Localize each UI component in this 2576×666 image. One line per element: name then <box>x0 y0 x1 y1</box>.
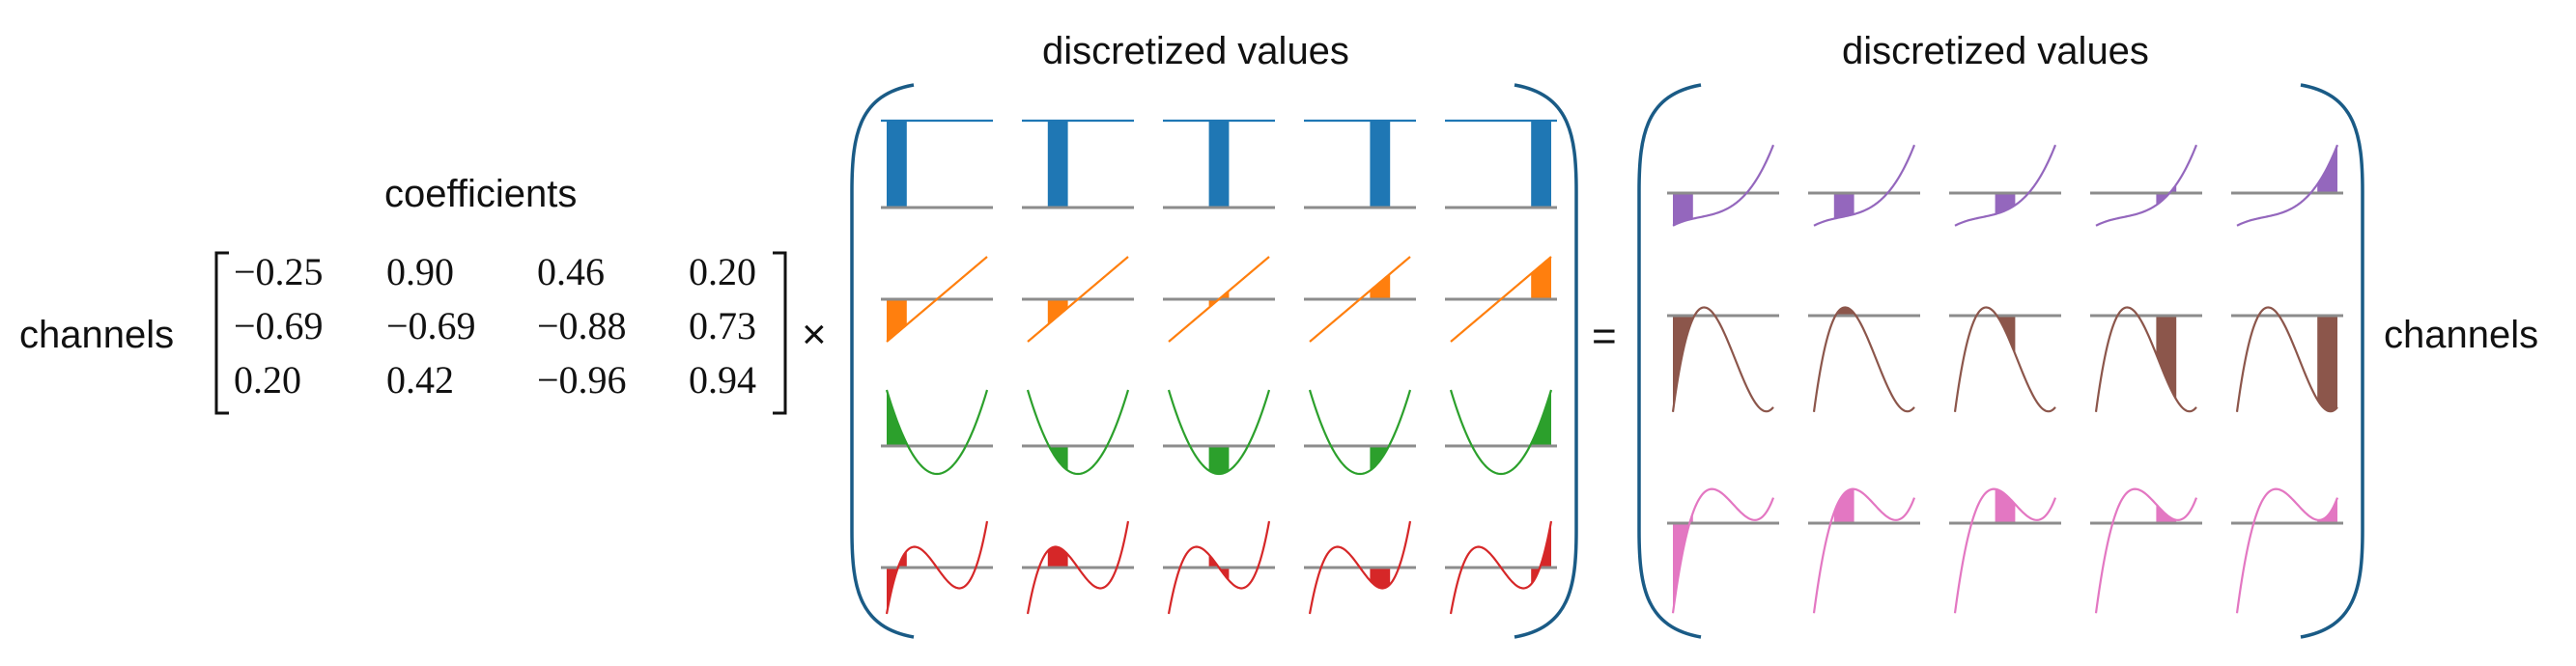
basis-cubic-fill <box>887 550 907 614</box>
matrix-cell: 0.73 <box>689 304 756 347</box>
output-channel-1-curve <box>2236 144 2339 227</box>
coefficients-label: coefficients <box>384 173 578 215</box>
output-channel-3-curve <box>1953 487 2057 614</box>
output-channel-1-fill <box>1673 193 1693 226</box>
output-channel-2-curve <box>2235 306 2338 413</box>
basis-quadratic-curve <box>1308 389 1412 476</box>
output-channel-3-fill <box>2317 497 2337 523</box>
basis-quadratic-fill <box>1047 443 1068 471</box>
left-matrix-bracket-right <box>1514 83 1578 639</box>
output-channel-3-fill <box>1673 513 1693 614</box>
channels-right-label: channels <box>2384 314 2539 356</box>
output-channel-3-curve <box>2094 487 2198 614</box>
output-channel-3-curve <box>1671 487 1775 614</box>
matrix-cell: 0.94 <box>689 358 756 402</box>
output-channel-2-fill <box>1833 307 1854 319</box>
basis-cubic-curve <box>885 520 989 615</box>
output-channel-3-curve <box>1812 487 1916 614</box>
basis-quadratic-curve <box>1167 389 1271 476</box>
matrix-cell: −0.88 <box>537 304 627 347</box>
basis-cubic-curve <box>1308 520 1412 615</box>
matrix-cell: −0.25 <box>234 250 324 293</box>
basis-constant-bar <box>887 121 907 208</box>
output-channel-2-fill <box>1673 316 1693 412</box>
basis-linear-curve <box>1027 256 1129 343</box>
right-matrix-bracket-right <box>2300 83 2364 639</box>
basis-linear-curve <box>1450 256 1552 343</box>
output-channel-2-fill <box>1995 313 2016 355</box>
output-channel-2-curve <box>2094 306 2197 413</box>
equals-symbol: = <box>1592 313 1617 360</box>
basis-cubic-curve <box>1167 520 1271 615</box>
output-channel-2-curve <box>1953 306 2056 413</box>
basis-quadratic-fill <box>1370 443 1391 471</box>
basis-constant-bar <box>1047 121 1068 208</box>
basis-cubic-fill <box>1370 568 1391 589</box>
basis-cubic-fill <box>1531 521 1551 585</box>
output-channel-1-curve <box>1672 144 1775 227</box>
basis-cubic-curve <box>1026 520 1130 615</box>
basis-quadratic-curve <box>1026 389 1130 476</box>
basis-constant-bar <box>1208 121 1230 208</box>
matrix-cell: −0.96 <box>537 358 627 402</box>
output-channel-1-fill <box>1833 193 1854 219</box>
matrix-cell: 0.42 <box>386 358 454 402</box>
basis-linear-fill <box>1531 257 1551 299</box>
basis-cubic-curve <box>1449 520 1553 615</box>
basis-linear-curve <box>1309 256 1411 343</box>
output-channel-3-fill <box>1833 488 1854 523</box>
left-matrix-bracket-left <box>850 83 915 639</box>
output-channel-2-fill <box>2156 316 2177 400</box>
basis-cubic-fill <box>1047 546 1068 568</box>
basis-quadratic-fill <box>1531 390 1551 446</box>
matrix-cell: 0.20 <box>689 250 756 293</box>
matrix-cell: −0.69 <box>386 304 476 347</box>
times-symbol: × <box>802 311 827 358</box>
matrix-cell: 0.20 <box>234 358 301 402</box>
output-channel-2-curve <box>1812 306 1915 413</box>
basis-quadratic-curve <box>885 389 989 476</box>
output-channel-2-fill <box>2317 316 2337 412</box>
basis-linear-curve <box>886 256 988 343</box>
matrix-cell: 0.90 <box>386 250 454 293</box>
output-channel-3-fill <box>1995 488 2016 523</box>
basis-quadratic-curve <box>1449 389 1553 476</box>
output-channel-1-curve <box>1954 144 2057 227</box>
basis-quadratic-fill <box>1208 446 1230 474</box>
discretized-values-right-label: discretized values <box>1842 30 2149 72</box>
output-channel-2-curve <box>1671 306 1774 413</box>
basis-linear-curve <box>1168 256 1270 343</box>
matrix-cell: −0.69 <box>234 304 324 347</box>
basis-constant-bar <box>1370 121 1391 208</box>
basis-linear-fill <box>1370 273 1391 299</box>
basis-linear-fill <box>1047 299 1068 325</box>
output-channel-1-curve <box>2095 144 2198 227</box>
output-channel-3-curve <box>2235 487 2339 614</box>
channels-left-label: channels <box>19 314 175 356</box>
right-matrix-bracket-left <box>1637 83 1702 639</box>
output-channel-1-fill <box>1995 193 2016 214</box>
basis-quadratic-fill <box>887 390 907 446</box>
basis-constant-bar <box>1531 121 1551 208</box>
output-channel-1-curve <box>1813 144 1916 227</box>
basis-linear-fill <box>887 299 907 342</box>
discretized-values-left-label: discretized values <box>1042 30 1349 72</box>
matrix-cell: 0.46 <box>537 250 605 293</box>
